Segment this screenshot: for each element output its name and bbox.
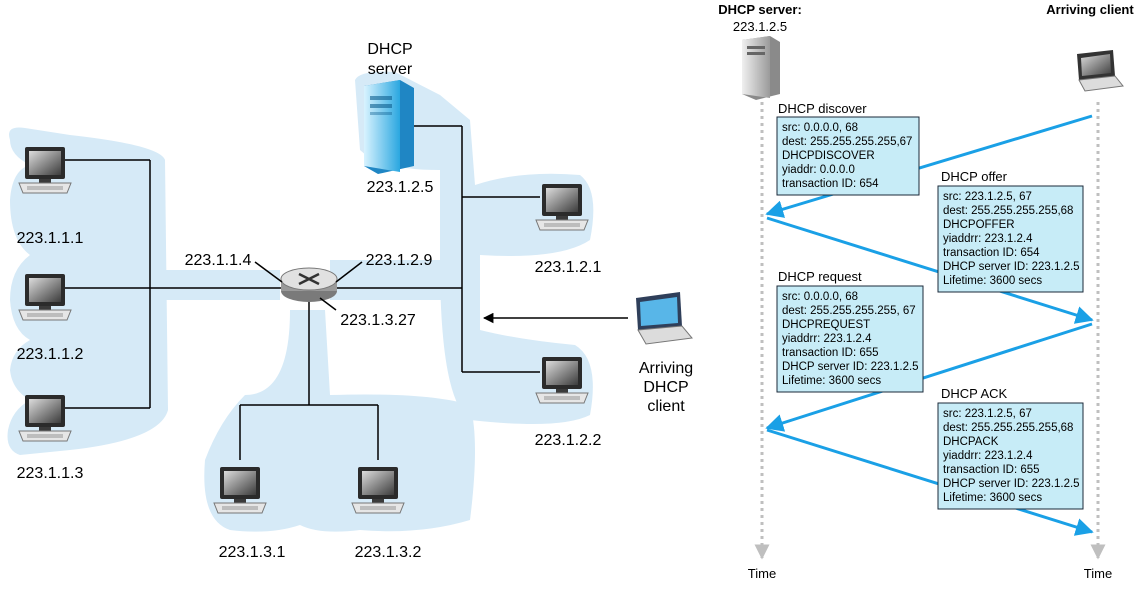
msg-line: DHCP server ID: 223.1.2.5 [943, 478, 1080, 490]
msg-line: DHCPDISCOVER [782, 150, 875, 162]
msg-line: transaction ID: 654 [782, 178, 879, 190]
msg-line: dest: 255.255.255.255,67 [782, 136, 912, 148]
msg-discover: DHCP discover src: 0.0.0.0, 68 dest: 255… [776, 101, 920, 196]
msg-line: dest: 255.255.255.255,68 [943, 422, 1073, 434]
msg-title: DHCP discover [778, 101, 867, 116]
msg-line: DHCP server ID: 223.1.2.5 [943, 261, 1080, 273]
subnet-2-wires [336, 125, 540, 373]
msg-line: yiaddr: 0.0.0.0 [782, 164, 855, 176]
request-arrow [765, 322, 1093, 432]
network-diagram: DHCP server 223.1.2.5 223.1.1.1 223.1.1.… [7, 41, 693, 561]
server-ip-label: 223.1.2.5 [367, 179, 434, 196]
host-icon [213, 466, 267, 514]
server-header-ip: 223.1.2.5 [733, 19, 787, 34]
msg-line: transaction ID: 655 [782, 347, 879, 359]
client-label-line1: Arriving [639, 360, 693, 377]
client-time-label: Time [1084, 566, 1112, 581]
server-time-label: Time [748, 566, 776, 581]
subnet-halo-2 [330, 71, 594, 425]
host-ip-label: 223.1.3.2 [355, 544, 422, 561]
host-ip-label: 223.1.2.2 [535, 432, 602, 449]
host-ip-label: 223.1.1.2 [17, 346, 84, 363]
host-ip-label: 223.1.2.1 [535, 259, 602, 276]
dhcp-sequence-diagram: DHCP server: 223.1.2.5 Arriving client T… [718, 2, 1134, 581]
msg-line: yiaddrr: 223.1.2.4 [943, 450, 1033, 462]
host-ip-label: 223.1.1.3 [17, 465, 84, 482]
subnet-halo-1 [7, 127, 280, 455]
msg-title: DHCP offer [941, 169, 1008, 184]
msg-line: transaction ID: 654 [943, 247, 1040, 259]
msg-line: dest: 255.255.255.255, 67 [782, 305, 916, 317]
host-ip-label: 223.1.1.1 [17, 230, 84, 247]
host-icon [351, 466, 405, 514]
router-iface-label: 223.1.2.9 [366, 252, 433, 269]
msg-title: DHCP request [778, 269, 862, 284]
host-icon [18, 273, 72, 321]
msg-line: Lifetime: 3600 secs [943, 275, 1042, 287]
msg-line: Lifetime: 3600 secs [943, 492, 1042, 504]
host-icon [535, 183, 589, 231]
router-iface-label: 223.1.3.27 [340, 312, 416, 329]
server-header: DHCP server: [718, 2, 802, 17]
msg-line: dest: 255.255.255.255,68 [943, 205, 1073, 217]
client-label-line3: client [647, 398, 685, 415]
router-icon [280, 267, 338, 302]
offer-arrow [766, 216, 1094, 324]
subnet-halo-3 [204, 310, 475, 532]
msg-line: src: 223.1.2.5, 67 [943, 408, 1032, 420]
host-ip-label: 223.1.3.1 [219, 544, 286, 561]
msg-line: DHCPOFFER [943, 219, 1015, 231]
discover-arrow [765, 114, 1093, 218]
msg-line: src: 0.0.0.0, 68 [782, 291, 858, 303]
sequence-laptop-icon [1077, 50, 1124, 92]
server-label-line1: DHCP [367, 41, 412, 58]
msg-line: DHCPACK [943, 436, 999, 448]
server-label-line2: server [368, 61, 413, 78]
host-icon [18, 146, 72, 194]
msg-line: yiaddrr: 223.1.2.4 [943, 233, 1033, 245]
msg-line: yiaddrr: 223.1.2.4 [782, 333, 872, 345]
msg-ack: DHCP ACK src: 223.1.2.5, 67 dest: 255.25… [937, 386, 1084, 510]
host-icon [535, 356, 589, 404]
ack-arrow [766, 428, 1094, 536]
msg-request: DHCP request src: 0.0.0.0, 68 dest: 255.… [776, 269, 924, 393]
router-iface-label: 223.1.1.4 [185, 252, 252, 269]
subnet-1-wires [65, 159, 282, 409]
msg-line: transaction ID: 655 [943, 464, 1040, 476]
sequence-server-icon [742, 36, 780, 100]
host-icon [18, 394, 72, 442]
msg-line: src: 223.1.2.5, 67 [943, 191, 1032, 203]
msg-line: DHCPREQUEST [782, 319, 870, 331]
dhcp-server-icon [364, 80, 414, 174]
msg-line: src: 0.0.0.0, 68 [782, 122, 858, 134]
msg-title: DHCP ACK [941, 386, 1008, 401]
msg-line: Lifetime: 3600 secs [782, 375, 881, 387]
subnet-3-wires [239, 298, 379, 460]
client-label-line2: DHCP [643, 379, 688, 396]
msg-offer: DHCP offer src: 223.1.2.5, 67 dest: 255.… [937, 169, 1084, 293]
laptop-icon [636, 292, 693, 345]
msg-line: DHCP server ID: 223.1.2.5 [782, 361, 919, 373]
client-header: Arriving client [1046, 2, 1134, 17]
